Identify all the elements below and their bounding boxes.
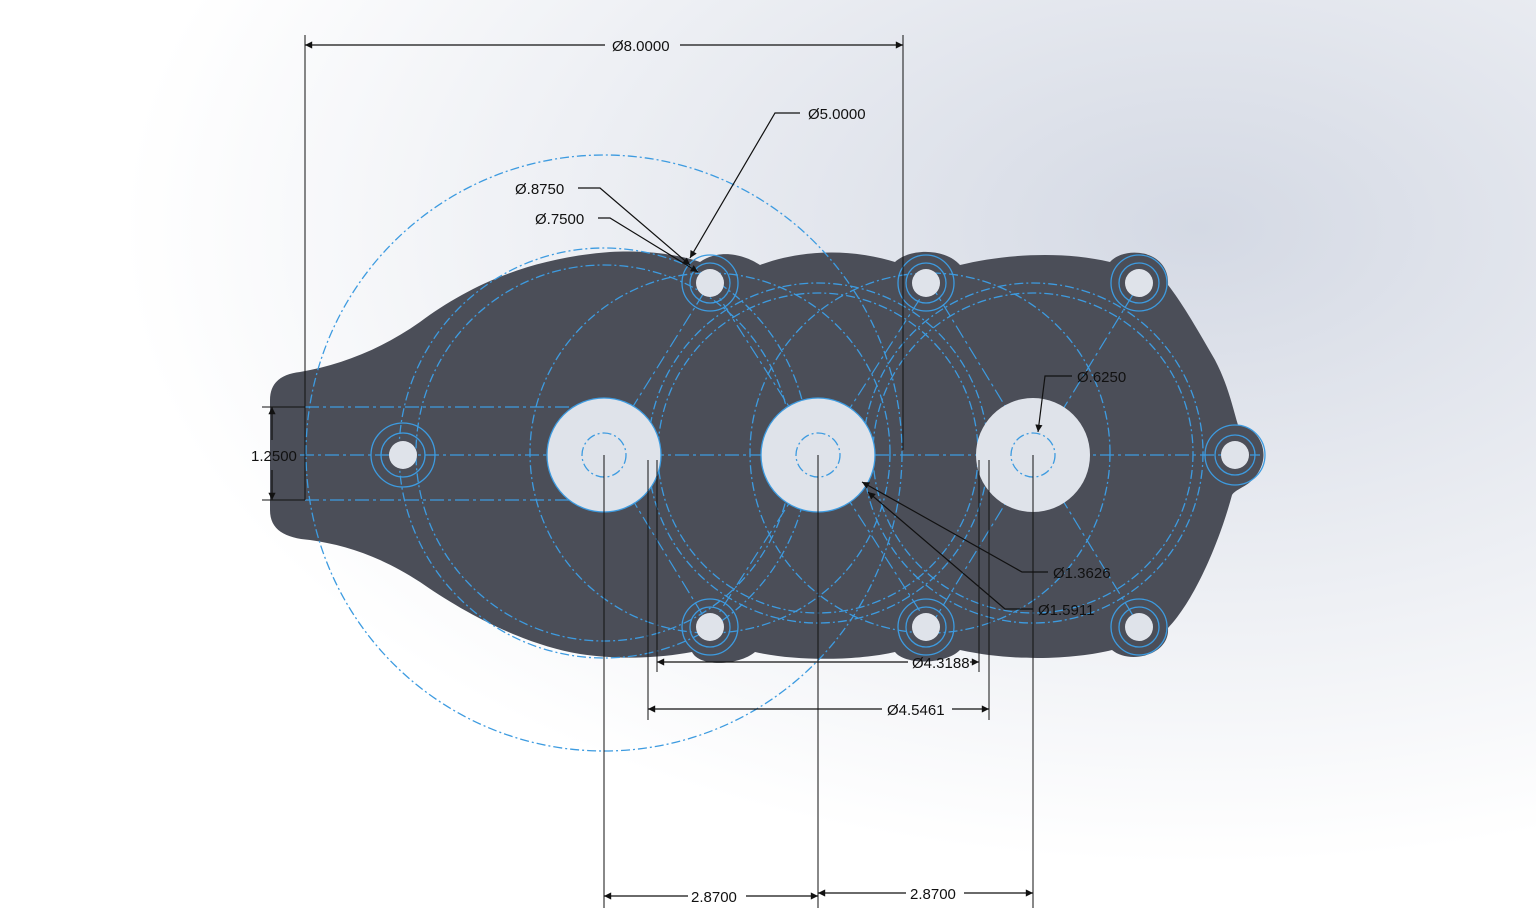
bolt-hole-boss: [1110, 254, 1168, 312]
leader-line: [578, 187, 691, 266]
bolt-hole-right[interactable]: [1204, 424, 1266, 486]
bolt-hole-top-2[interactable]: [897, 254, 955, 312]
bolt-hole-rim: [905, 606, 947, 648]
bolt-hole[interactable]: [696, 269, 724, 297]
leader-line: [1035, 375, 1072, 433]
dim-center-spacing-left[interactable]: 2.8700: [604, 889, 818, 906]
bolt-hole-rim: [689, 606, 731, 648]
dim-bolt-hole[interactable]: Ø.7500: [535, 211, 699, 273]
leader-line: [861, 481, 1048, 573]
dim-text[interactable]: Ø5.0000: [808, 106, 866, 123]
dim-text[interactable]: Ø8.0000: [612, 38, 670, 55]
bolt-hole-rim: [689, 262, 731, 304]
bolt-hole-boss: [370, 422, 436, 488]
bolt-circle-left: [529, 272, 891, 634]
bolt-hole-boss: [897, 598, 955, 656]
bolt-hole-boss: [897, 254, 955, 312]
bolt-hole[interactable]: [1125, 613, 1153, 641]
dimensions[interactable]: Ø8.0000 Ø5.0000 Ø.8750 Ø.7500 Ø.6250 Ø1.…: [251, 35, 1126, 908]
dim-text[interactable]: Ø4.3188: [912, 655, 970, 672]
dim-bearing-bore-a[interactable]: Ø1.3626: [861, 481, 1111, 582]
bolt-circle-right: [749, 272, 1111, 634]
dim-pitch-circle-a[interactable]: Ø4.3188: [656, 460, 980, 672]
bolt-hole-rim: [380, 432, 426, 478]
dim-text[interactable]: Ø.8750: [515, 181, 564, 198]
leader-line: [867, 491, 1033, 610]
bolt-hole[interactable]: [696, 613, 724, 641]
dim-slot-width[interactable]: 1.2500: [251, 406, 305, 501]
dim-bolt-circle[interactable]: Ø5.0000: [689, 106, 866, 259]
bolt-hole-rim: [905, 262, 947, 304]
bolt-hole-top-1[interactable]: [681, 254, 739, 312]
bolt-hole-rim: [1118, 606, 1160, 648]
bolt-hole-bottom-1[interactable]: [681, 598, 739, 656]
dim-bearing-bore-b[interactable]: Ø1.5911: [867, 491, 1094, 619]
dim-text[interactable]: 2.8700: [910, 886, 956, 903]
dim-text[interactable]: 1.2500: [251, 448, 297, 465]
bolt-hole-rim: [1118, 262, 1160, 304]
dim-pitch-circle-b[interactable]: Ø4.5461: [647, 460, 990, 720]
bolt-hole[interactable]: [389, 441, 417, 469]
bolt-hole-rim: [1214, 434, 1256, 476]
dim-counterbore[interactable]: Ø.8750: [515, 181, 691, 266]
dim-text[interactable]: Ø.7500: [535, 211, 584, 228]
bolt-hole-boss: [681, 598, 739, 656]
bolt-hole-boss: [681, 254, 739, 312]
bolt-hole[interactable]: [912, 269, 940, 297]
dim-small-bore[interactable]: Ø.6250: [1035, 369, 1126, 433]
leader-line: [689, 112, 800, 259]
dim-outer-pcd[interactable]: Ø8.0000: [304, 35, 904, 500]
bolt-hole[interactable]: [1125, 269, 1153, 297]
bolt-hole-top-3[interactable]: [1110, 254, 1168, 312]
dim-text[interactable]: Ø4.5461: [887, 702, 945, 719]
dim-text[interactable]: 2.8700: [691, 889, 737, 906]
bolt-hole-bottom-3[interactable]: [1110, 598, 1168, 656]
bolt-hole-left[interactable]: [370, 422, 436, 488]
dim-text[interactable]: Ø1.3626: [1053, 565, 1111, 582]
dim-center-spacing-right[interactable]: 2.8700: [818, 886, 1033, 903]
bolt-hole-boss: [1204, 424, 1266, 486]
dim-text[interactable]: Ø.6250: [1077, 369, 1126, 386]
bolt-hole-boss: [1110, 598, 1168, 656]
bolt-hole-bottom-2[interactable]: [897, 598, 955, 656]
leader-line: [598, 217, 699, 273]
bolt-hole[interactable]: [912, 613, 940, 641]
dim-text[interactable]: Ø1.5911: [1038, 602, 1094, 619]
bolt-holes[interactable]: [370, 254, 1266, 656]
bolt-hole[interactable]: [1221, 441, 1249, 469]
